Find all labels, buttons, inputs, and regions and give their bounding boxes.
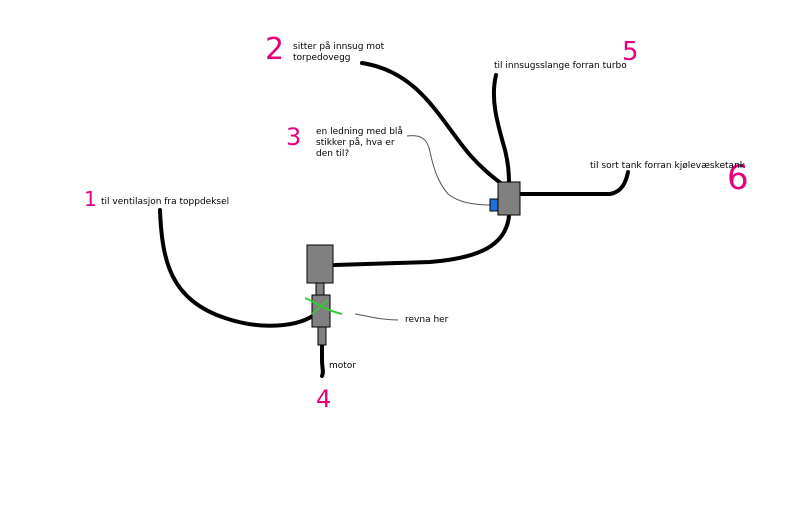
label-black-tank: til sort tank forran kjølevæsketank bbox=[590, 161, 745, 171]
label-intake-firewall: sitter på innsug mot torpedovegg bbox=[293, 42, 385, 63]
hose-intake-firewall bbox=[360, 61, 509, 190]
number-1: 1 bbox=[84, 187, 97, 211]
number-6: 6 bbox=[727, 158, 749, 198]
label-valve-cover-vent: til ventilasjon fra toppdeksel bbox=[101, 197, 230, 207]
hose-junction-to-upper-block bbox=[333, 214, 511, 267]
engine-stub bbox=[317, 326, 327, 346]
crack-leader-line bbox=[354, 313, 399, 321]
blue-connector bbox=[489, 198, 499, 212]
crack-mark-cross bbox=[311, 299, 329, 315]
valve-stem bbox=[315, 282, 325, 296]
hose-to-turbo-intake bbox=[491, 73, 511, 184]
hose-to-black-tank bbox=[518, 170, 630, 196]
label-blue-connector-question: en ledning med blå stikker på, hva er de… bbox=[316, 127, 403, 159]
label-engine: motor bbox=[329, 361, 357, 371]
number-5: 5 bbox=[622, 37, 639, 67]
label-cracked-here: revna her bbox=[405, 315, 449, 325]
junction-block bbox=[497, 181, 521, 216]
upper-valve-block bbox=[306, 244, 334, 284]
blue-connector-wire bbox=[406, 135, 493, 206]
number-4: 4 bbox=[316, 385, 332, 413]
number-3: 3 bbox=[286, 123, 302, 151]
hose-to-engine bbox=[320, 341, 325, 378]
hose-to-valve-cover bbox=[158, 208, 320, 328]
label-turbo-intake-hose: til innsugsslange forran turbo bbox=[494, 61, 627, 71]
number-2: 2 bbox=[265, 32, 285, 67]
